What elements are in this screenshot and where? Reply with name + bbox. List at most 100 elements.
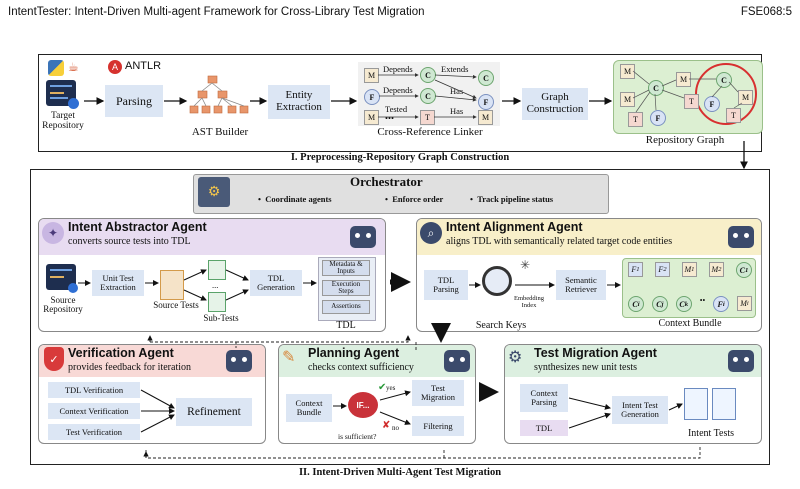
is-sufficient-label: is sufficient? bbox=[338, 432, 377, 441]
tdl-item-assertions: Assertions bbox=[322, 300, 370, 314]
java-icon: ☕ bbox=[68, 60, 79, 74]
subtest-icon-1 bbox=[208, 260, 226, 280]
migration-tdl-box: TDL bbox=[520, 420, 568, 436]
search-keys-icon bbox=[482, 266, 512, 296]
linker-node-c3: C bbox=[420, 88, 436, 104]
subtest-dots: ... bbox=[212, 280, 219, 290]
search-keys-label: Search Keys bbox=[475, 320, 527, 331]
graph-node-t3: T bbox=[726, 108, 741, 123]
orchestrator-title: Orchestrator bbox=[350, 174, 423, 189]
migration-title: Test Migration Agent bbox=[534, 346, 657, 360]
play-icon bbox=[68, 98, 79, 109]
migration-robot-icon bbox=[728, 350, 754, 372]
migration-header bbox=[505, 345, 761, 377]
planning-header bbox=[279, 345, 475, 377]
tdl-verification-box: TDL Verification bbox=[48, 382, 140, 398]
pencil-icon: ✎ bbox=[282, 347, 296, 366]
migration-gear-icon: ⚙ bbox=[508, 347, 523, 366]
graph-node-m1: M bbox=[620, 64, 635, 79]
verification-title: Verification Agent bbox=[68, 346, 174, 360]
refinement-box: Refinement bbox=[176, 398, 252, 426]
stage2-frame bbox=[30, 169, 770, 465]
no-label: no bbox=[392, 424, 399, 432]
source-tests-icon bbox=[160, 270, 184, 300]
page-id: FSE068:5 bbox=[740, 6, 792, 18]
linker-node-m3: M bbox=[478, 110, 493, 125]
orchestrator-panel bbox=[193, 174, 609, 214]
linker-node-m2: M bbox=[364, 110, 379, 125]
source-tests-label: Source Tests bbox=[153, 300, 199, 310]
graph-node-m3: M bbox=[676, 72, 691, 87]
linker-node-m1: M bbox=[364, 68, 379, 83]
alignment-agent-icon: ⌕ bbox=[420, 222, 442, 244]
no-cross-icon: ✘ bbox=[382, 420, 391, 431]
rel-has-2: Has bbox=[450, 106, 464, 116]
intent-test-icon-2 bbox=[712, 388, 736, 420]
python-icon bbox=[48, 60, 64, 76]
embedding-index-icon: ✳ bbox=[520, 258, 531, 272]
alignment-context-bundle-label: Context Bundle bbox=[658, 318, 722, 329]
filtering-box: Filtering bbox=[412, 416, 464, 436]
sub-tests-label: Sub-Tests bbox=[203, 313, 239, 323]
planning-title: Planning Agent bbox=[308, 346, 400, 360]
rel-depends-2: Depends bbox=[383, 85, 413, 95]
planning-robot-icon bbox=[444, 350, 470, 372]
linker-ellipsis: ••• bbox=[385, 113, 394, 123]
planning-subtitle: checks context sufficiency bbox=[308, 362, 414, 373]
shield-icon: ✓ bbox=[44, 347, 64, 371]
abstractor-header bbox=[39, 219, 385, 255]
tdl-item-metadata: Metadata &Inputs bbox=[322, 260, 370, 276]
linker-label: Cross-Reference Linker bbox=[377, 126, 483, 138]
subtest-icon-2 bbox=[208, 292, 226, 312]
ast-label: AST Builder bbox=[191, 126, 249, 138]
graph-node-c1: C bbox=[648, 80, 664, 96]
migration-subtitle: synthesizes new unit tests bbox=[534, 362, 638, 373]
rel-depends-1: Depends bbox=[383, 64, 413, 74]
parsing-box: Parsing bbox=[105, 85, 163, 117]
graph-node-m2: M bbox=[620, 92, 635, 107]
graph-node-t1: T bbox=[628, 112, 643, 127]
bundle-dots: •• bbox=[699, 296, 706, 305]
abstractor-robot-icon bbox=[350, 226, 376, 248]
test-verification-box: Test Verification bbox=[48, 424, 140, 440]
linker-node-c2: C bbox=[478, 70, 494, 86]
if-decision-icon: IF... bbox=[348, 392, 378, 418]
orchestrator-item-2: • Enforce order bbox=[385, 194, 444, 204]
rel-has-1: Has bbox=[450, 86, 464, 96]
graph-node-c2: C bbox=[716, 72, 732, 88]
stage1-caption: I. Preprocessing-Repository Graph Constr… bbox=[290, 152, 510, 163]
graph-node-f1: F bbox=[650, 110, 666, 126]
verification-robot-icon bbox=[226, 350, 252, 372]
graph-node-t2: T bbox=[684, 94, 699, 109]
antlr-logo-icon: A bbox=[108, 60, 122, 74]
graph-node-f2: F bbox=[704, 96, 720, 112]
orchestrator-gear-icon: ⚙ bbox=[198, 177, 230, 207]
yes-label: yes bbox=[386, 384, 396, 392]
alignment-robot-icon bbox=[728, 226, 754, 248]
abstractor-title: Intent Abstractor Agent bbox=[68, 220, 207, 234]
repository-graph-label: Repository Graph bbox=[645, 134, 725, 146]
orchestrator-item-3: • Track pipeline status bbox=[470, 194, 554, 204]
